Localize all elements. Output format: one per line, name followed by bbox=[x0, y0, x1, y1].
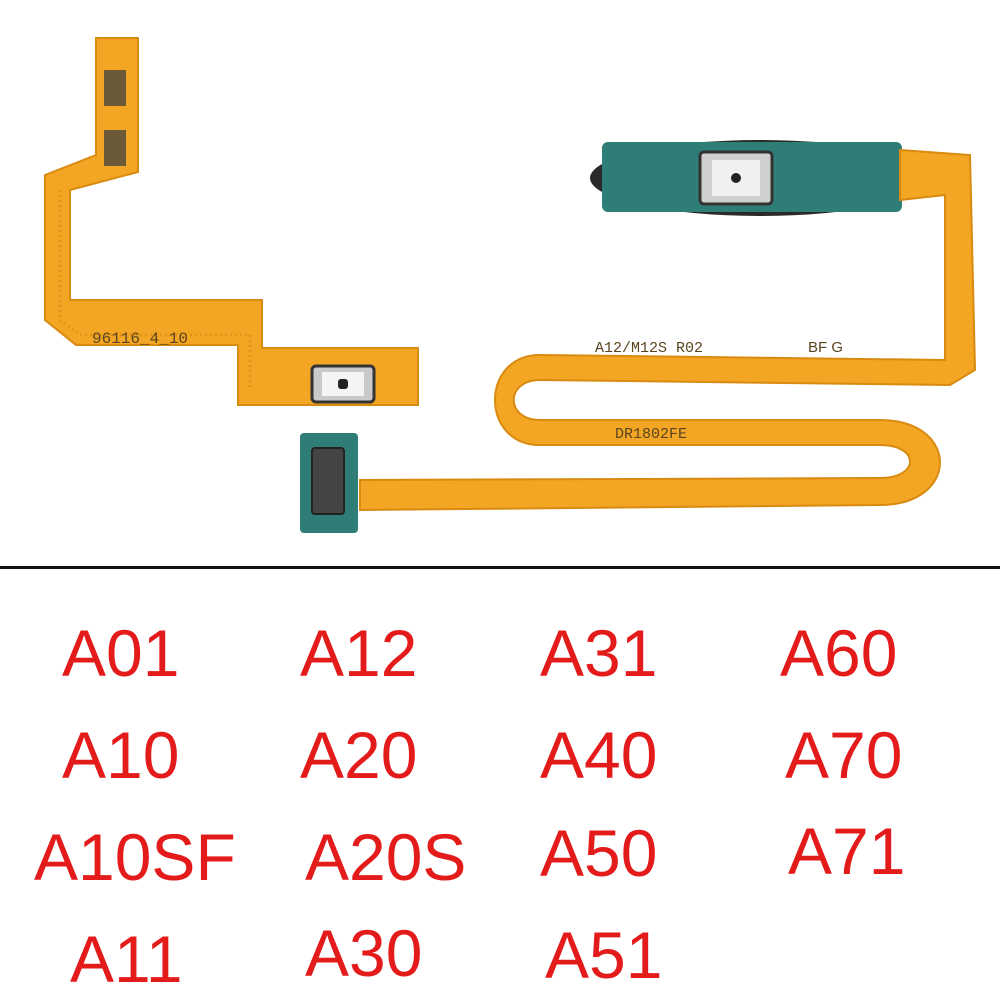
model-label: A12 bbox=[300, 616, 418, 690]
product-photo: 96116_4_10 A12/M12S R02 DR1802FE BF G bbox=[44, 37, 977, 533]
right-cable-print-1: A12/M12S R02 bbox=[595, 340, 703, 357]
model-label: A51 bbox=[545, 918, 663, 992]
model-label: A01 bbox=[62, 616, 180, 690]
right-flex-cable: A12/M12S R02 DR1802FE BF G bbox=[300, 140, 977, 533]
divider bbox=[0, 566, 1000, 569]
model-label: A11 bbox=[70, 922, 183, 996]
right-cable-marks: BF G bbox=[808, 339, 843, 356]
left-flex-cable: 96116_4_10 bbox=[44, 37, 419, 406]
right-cable-print-2: DR1802FE bbox=[615, 426, 687, 443]
model-label: A20 bbox=[300, 718, 418, 792]
model-label: A10 bbox=[62, 718, 180, 792]
model-label: A31 bbox=[540, 616, 658, 690]
model-label: A30 bbox=[305, 916, 423, 990]
model-label: A71 bbox=[788, 814, 906, 888]
model-label: A50 bbox=[540, 816, 658, 890]
model-label: A40 bbox=[540, 718, 658, 792]
model-label: A10SF bbox=[34, 820, 236, 894]
model-label: A20S bbox=[305, 820, 467, 894]
model-label: A60 bbox=[780, 616, 898, 690]
left-cable-print: 96116_4_10 bbox=[92, 330, 188, 348]
model-label: A70 bbox=[785, 718, 903, 792]
